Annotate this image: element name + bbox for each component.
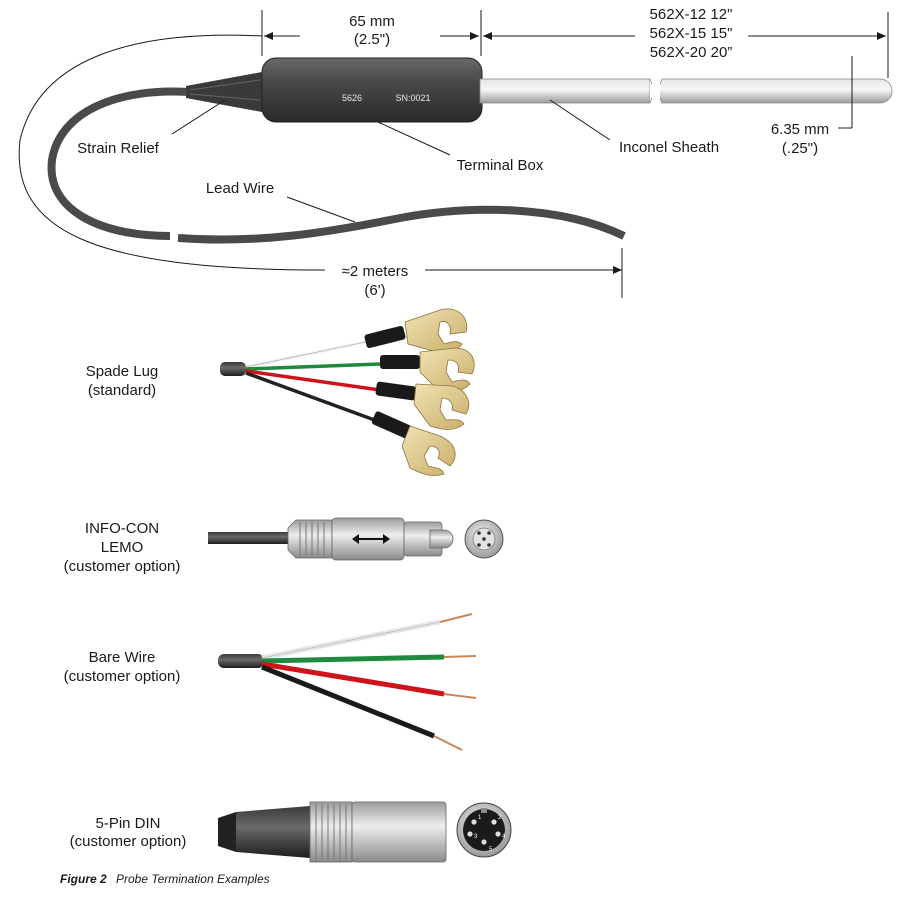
bare-wire-green: [261, 654, 445, 664]
lemo-face: [464, 519, 504, 559]
copper-tip-green: [443, 655, 477, 658]
spade-lug-title: Spade Lug: [86, 363, 159, 380]
strain-relief: [186, 72, 262, 112]
spade-lug-3: [375, 381, 469, 430]
lead-wire-label: Lead Wire: [206, 180, 274, 197]
copper-tip-white: [439, 613, 473, 623]
lead-wire-cable: [47, 87, 189, 240]
lead-length-arrow: [613, 266, 622, 274]
din-pin-4: 4: [502, 834, 506, 840]
copper-tip-black: [433, 735, 463, 751]
lead-length-ft-label: (6'): [364, 282, 385, 299]
terminal-box-serial: SN:0021: [395, 93, 430, 103]
bare-wire-black: [261, 664, 435, 739]
sheath-length-12: 562X-12 12": [650, 6, 733, 23]
box-dim-arrow-right: [470, 32, 479, 40]
spade-cable-jacket: [220, 362, 246, 376]
sheath-diameter-mm: 6.35 mm: [771, 121, 829, 138]
terminal-box: 5626 SN:0021: [261, 57, 483, 123]
strain-relief-label: Strain Relief: [77, 140, 160, 157]
caption-text: Probe Termination Examples: [116, 872, 270, 886]
din-pin-3: 3: [474, 834, 478, 840]
sheath-length-20: 562X-20 20”: [650, 44, 733, 61]
din-boot: [236, 806, 310, 858]
strain-relief-leader: [171, 99, 226, 135]
terminal-box-length-in: (2.5"): [354, 31, 390, 48]
probe-assembly: 5626 SN:0021 65 mm (2.5") 562X-12 12" 56…: [18, 6, 893, 299]
lemo-knurl: [299, 522, 325, 556]
info-con-title2: LEMO: [101, 539, 144, 556]
terminal-box-model: 5626: [342, 93, 362, 103]
caption-label: Figure 2: [60, 872, 107, 886]
spade-lug-1: [364, 308, 468, 354]
din-note: (customer option): [70, 833, 187, 850]
din-knurl: [315, 804, 347, 860]
inconel-sheath-leader: [549, 99, 611, 141]
spade-wire-black: [245, 371, 381, 424]
lemo-cable: [208, 532, 292, 544]
din-title: 5-Pin DIN: [95, 815, 160, 832]
spade-wire-red: [245, 369, 381, 392]
lemo-push-pull-arrow-icon: [352, 534, 390, 544]
bare-cable-jacket: [218, 654, 264, 668]
bare-wire-title: Bare Wire: [89, 649, 156, 666]
sheath-dim-arrow-right: [877, 32, 886, 40]
sheath-diameter-in: (.25"): [782, 140, 818, 157]
info-con-note: (customer option): [64, 558, 181, 575]
lemo-grip: [287, 519, 333, 559]
lemo-tip: [429, 529, 454, 549]
termination-spade-lug: Spade Lug (standard): [86, 308, 475, 476]
din-grip: [309, 801, 353, 863]
bare-wire-note: (customer option): [64, 668, 181, 685]
spade-wire-green: [245, 362, 381, 371]
terminal-box-length-mm: 65 mm: [349, 13, 395, 30]
copper-tip-red: [443, 693, 477, 699]
inconel-sheath-label: Inconel Sheath: [619, 139, 719, 156]
termination-info-con: INFO-CON LEMO (customer option): [64, 517, 504, 575]
din-pin-5: 5: [489, 847, 493, 853]
termination-bare-wire: Bare Wire (customer option): [64, 613, 477, 751]
din-pin-2: 2: [498, 815, 502, 821]
sheath-dim-arrow-left: [483, 32, 492, 40]
din-shell: [351, 801, 447, 863]
spade-wire-white-outline: [245, 339, 376, 368]
sheath-length-15: 562X-15 15": [650, 25, 733, 42]
din-pin-1: 1: [478, 815, 482, 821]
lead-length-label: ≈2 meters: [342, 263, 409, 280]
inconel-sheath: [479, 78, 893, 104]
lead-loop-dimension-line: [18, 34, 326, 271]
figure-caption: Figure 2 Probe Termination Examples: [60, 872, 270, 886]
din-cable-end: [218, 812, 236, 852]
bare-wire-white-outline: [261, 621, 441, 659]
info-con-title: INFO-CON: [85, 520, 159, 537]
terminal-box-leader: [377, 121, 451, 156]
spade-lug-4: [371, 411, 456, 476]
bare-wire-red: [261, 661, 445, 697]
spade-lug-note: (standard): [88, 382, 156, 399]
termination-din: 5-Pin DIN (customer option) 1 2 3 4 5: [70, 801, 512, 863]
lead-wire-cable-end: [177, 205, 626, 244]
terminal-box-label: Terminal Box: [457, 157, 544, 174]
lead-wire-leader: [286, 196, 356, 223]
box-dim-arrow-left: [264, 32, 273, 40]
din-face: 1 2 3 4 5: [456, 802, 512, 858]
